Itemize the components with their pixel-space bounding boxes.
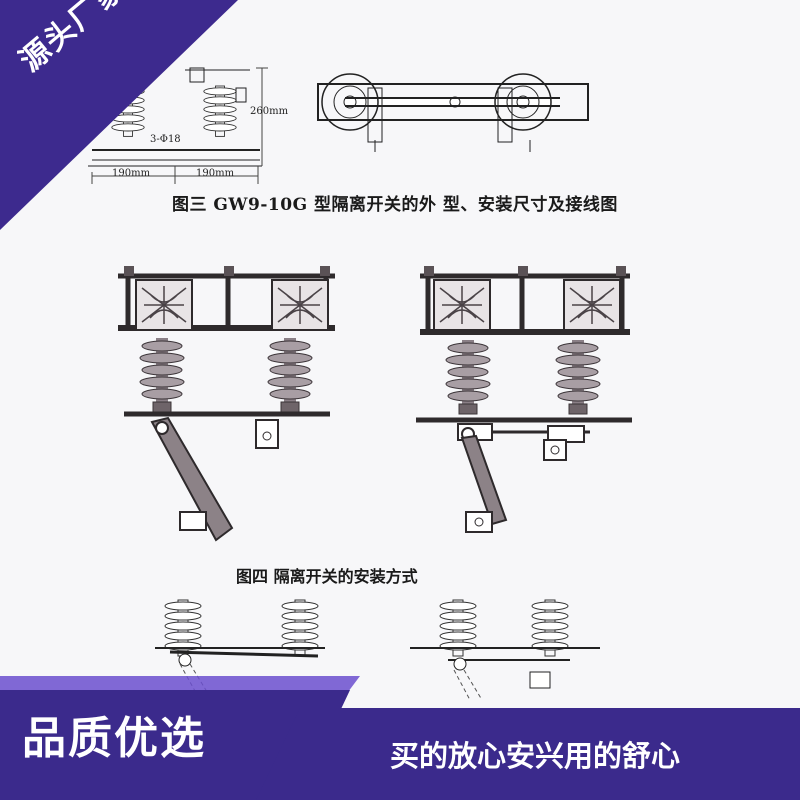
figure3-caption: 图三 GW9-10G 型隔离开关的外 型、安装尺寸及接线图 bbox=[172, 195, 618, 215]
figure3-top-view bbox=[317, 73, 589, 152]
figure3-side-view bbox=[88, 67, 268, 184]
span-right-dimension: 190mm bbox=[196, 168, 235, 179]
height-dimension: 260mm bbox=[250, 106, 289, 117]
figure5-right-switch bbox=[410, 599, 600, 701]
slogan-text: 买的放心安兴用的舒心 bbox=[390, 739, 681, 773]
figure5-left-switch bbox=[155, 599, 325, 701]
slogan-banner bbox=[256, 708, 800, 800]
figure4-left-switch bbox=[118, 266, 335, 542]
figure4-caption: 图四 隔离开关的安装方式 bbox=[236, 567, 418, 586]
quality-banner bbox=[0, 690, 350, 800]
quality-label: 品质优选 bbox=[22, 713, 206, 764]
figure4-right-switch bbox=[416, 266, 632, 533]
hole-dimension: 3-Φ18 bbox=[150, 134, 181, 145]
corner-ribbon bbox=[0, 0, 238, 230]
span-left-dimension: 190mm bbox=[112, 168, 151, 179]
